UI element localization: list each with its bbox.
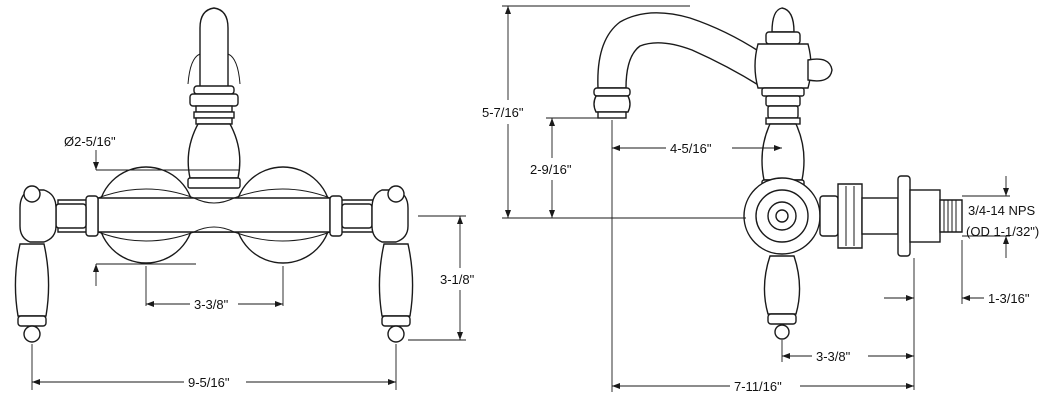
side-wall-flange [897, 175, 911, 257]
thread-arrow-top [1003, 188, 1009, 196]
left-lever-tip-ring [17, 315, 47, 327]
depth-arrow-left [612, 383, 620, 389]
side-lower-body [761, 123, 805, 181]
side-connector-nut [819, 195, 839, 237]
side-porcelain-lever [763, 255, 801, 315]
clearance-arrow-bottom [549, 210, 555, 218]
height-label: 3-1/8" [440, 272, 475, 287]
side-top-cap [765, 31, 801, 45]
side-body-ring-3 [767, 105, 799, 119]
height-arrow-bottom [457, 332, 463, 340]
spout-clearance-label: 2-9/16" [530, 162, 572, 177]
width-arrow-right [388, 379, 396, 385]
overall-width-label: 9-5/16" [188, 375, 230, 390]
right-handle-cap [371, 189, 409, 243]
spout-ring-1 [193, 85, 235, 95]
left-lever-tip [23, 325, 41, 343]
spout-aerator [593, 95, 631, 113]
right-lever-tip [387, 325, 405, 343]
side-connector-body [837, 183, 863, 249]
left-porcelain-lever [14, 243, 50, 317]
spout-ring-5 [195, 117, 233, 125]
side-lever-tip-ring [767, 313, 797, 325]
spout-spacing-label: 3-3/8" [194, 297, 229, 312]
spout-base-ring [187, 177, 241, 189]
hole-diameter-label: Ø2-5/16" [64, 134, 116, 149]
spout-ring-2 [189, 93, 239, 107]
front-view: Ø2-5/16" 3-3/8" 3-1/8" 9-5/16" [14, 7, 475, 390]
reach-arrow-right [774, 145, 782, 151]
diameter-arrow-top [93, 162, 99, 170]
wall-offset-label: 3-3/8" [816, 349, 851, 364]
thread-length-arrow-left [906, 295, 914, 301]
side-lever-tip [774, 324, 790, 340]
side-hub-center [775, 209, 789, 223]
left-valve-stem [55, 203, 87, 229]
spout-ring-3 [195, 105, 233, 113]
right-lever-tip-ring [381, 315, 411, 327]
spout-height-arrow-bottom [505, 210, 511, 218]
spout-ring-4 [193, 111, 235, 119]
thread-label-line2: (OD 1-1/32") [966, 224, 1039, 239]
side-flange-nut [909, 189, 941, 243]
side-top-finial [771, 7, 795, 33]
right-valve-stem [341, 203, 373, 229]
thread-arrow-bottom [1003, 236, 1009, 244]
reach-arrow-left [612, 145, 620, 151]
right-handle-finial [387, 185, 405, 203]
side-thread-lines [943, 200, 957, 232]
right-porcelain-lever [378, 243, 414, 317]
spacing-arrow-left [146, 301, 154, 307]
thread-length-arrow-right [962, 295, 970, 301]
height-arrow-top [457, 216, 463, 224]
side-threaded-shank [939, 199, 963, 233]
spout-height-arrow-top [505, 6, 511, 14]
clearance-arrow-top [549, 118, 555, 126]
offset-arrow-right [906, 353, 914, 359]
body-waist-curves [97, 188, 331, 242]
spout-aerator-ring [593, 87, 631, 97]
spout-aerator-tip [597, 111, 627, 119]
side-supply-pipe [861, 197, 899, 235]
width-arrow-left [32, 379, 40, 385]
spacing-arrow-right [275, 301, 283, 307]
left-valve-nut [85, 195, 99, 237]
side-body-ring-4 [765, 117, 801, 125]
diameter-arrow-bottom [93, 264, 99, 272]
spout-back [199, 7, 229, 89]
side-body-ring-2 [765, 95, 801, 107]
spout-arm [597, 12, 761, 89]
spout-reach-label: 4-5/16" [670, 141, 712, 156]
overall-depth-label: 7-11/16" [734, 379, 782, 394]
side-valve-knob [807, 58, 833, 82]
side-upper-body [754, 43, 812, 89]
offset-arrow-left [782, 353, 790, 359]
side-view: 5-7/16" 2-9/16" 4-5/16" 3/4-14 NPS (OD 1… [482, 5, 1039, 394]
thread-label-line1: 3/4-14 NPS [968, 203, 1036, 218]
side-body-ring-1 [761, 87, 805, 97]
spout-height-label: 5-7/16" [482, 105, 524, 120]
spout-collar-ring [187, 53, 241, 85]
right-valve-nut [329, 195, 343, 237]
left-handle-finial [23, 185, 41, 203]
depth-arrow-right [906, 383, 914, 389]
thread-length-label: 1-3/16" [988, 291, 1030, 306]
